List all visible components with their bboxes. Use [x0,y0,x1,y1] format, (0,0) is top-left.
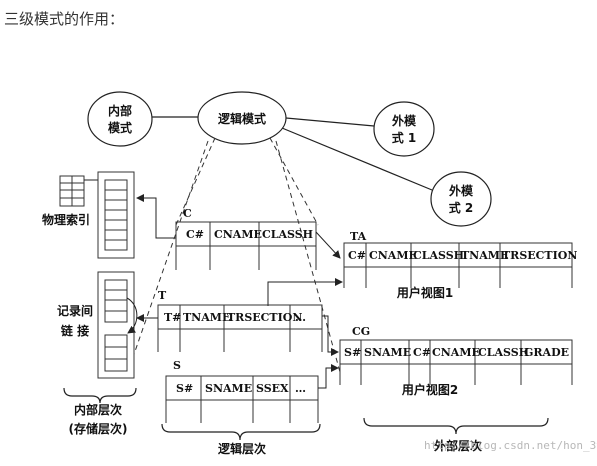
table-t-col-1: TNAME [183,311,230,324]
external-schema-2-line2: 式 2 [449,200,474,215]
table-c-name: C [183,207,192,220]
logical-schema-label: 逻辑模式 [218,111,266,126]
watermark-text: http://blog.csdn.net/hon_3y [424,439,597,452]
table-cg-col-5: GRADE [524,346,569,359]
internal-level-label-line1: 内部层次 [74,402,122,417]
external-schema-1-line1: 外模 [392,113,417,128]
table-t-col-0: T# [164,311,181,324]
table-cg-col-3: CNAME [432,346,480,359]
ellipse-connectors [152,116,433,191]
user-view-2-label: 用户视图2 [401,382,458,397]
user-view-1-label: 用户视图1 [396,285,453,300]
table-cg-col-4: CLASSH [478,346,529,359]
record-link-box [97,271,135,379]
internal-level-label-line2: (存储层次) [69,421,128,436]
table-c [175,221,317,270]
table-c-col-2: CLASSH [262,228,313,241]
table-cg-name: CG [352,325,370,338]
table-s-name: S [173,359,181,372]
physical-index-box [97,171,135,259]
external-level-label: 外部层次 [434,438,482,453]
table-c-col-1: CNAME [214,228,262,241]
table-ta-col-1: CNAME [369,249,417,262]
table-ta [343,242,573,288]
table-s-col-2: SSEX [256,382,289,395]
logical-schema-ellipse: 逻辑模式 [197,91,287,145]
external-schema-1-ellipse: 外模 式 1 [373,101,435,157]
table-s-to-cg-arrow [318,364,339,389]
table-s-col-0: S# [176,382,193,395]
table-ta-name: TA [350,230,367,243]
table-t-to-ta-arrow [267,278,343,306]
record-link-line2: 链 接 [61,323,89,338]
external-schema-1-line2: 式 1 [392,130,417,145]
record-link-line1: 记录间 [57,303,93,318]
internal-schema-ellipse: 内部 模式 [87,91,153,147]
table-ta-col-0: C# [348,249,366,262]
logical-schema-dashed-lines [131,137,341,373]
external-schema-2-line1: 外模 [449,183,474,198]
physical-index-grid-icon [59,175,85,207]
table-s-col-1: SNAME [205,382,252,395]
table-cg-col-0: S# [344,346,361,359]
internal-schema-line2: 模式 [108,120,132,135]
external-schema-2-ellipse: 外模 式 2 [430,171,492,227]
table-ta-col-2: CLASSH [413,249,464,262]
table-cg-col-1: SNAME [364,346,411,359]
table-c-to-index-arrow [136,194,176,239]
table-c-col-0: C# [186,228,204,241]
page-heading: 三级模式的作用： [4,10,125,28]
table-ta-col-4: TRSECTION [502,249,577,262]
logical-level-label: 逻辑层次 [218,441,266,456]
table-t-to-cg-arrow [322,315,339,356]
level-braces [63,387,549,441]
table-t [157,304,323,352]
physical-index-label: 物理索引 [42,212,90,227]
table-cg-col-2: C# [413,346,431,359]
table-t-col-3: … [295,311,306,324]
table-t-col-2: TRSECTION [227,311,302,324]
internal-schema-line1: 内部 [108,103,132,118]
table-ta-col-3: TNAME [461,249,508,262]
table-s-col-3: … [295,382,306,395]
table-t-name: T [158,289,167,302]
table-cg [339,339,573,385]
table-c-to-ta-arrow [315,231,341,259]
